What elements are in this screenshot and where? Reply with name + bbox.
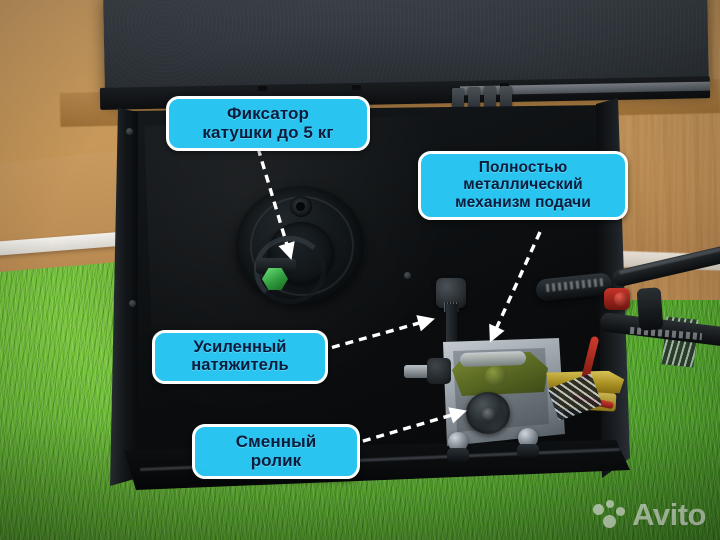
- feed-mount-bolt: [518, 428, 538, 448]
- lid-notch: [352, 85, 361, 90]
- callout-changeable-roller: Сменный ролик: [192, 424, 360, 480]
- tensioner-stem: [446, 304, 457, 348]
- lid-notch: [500, 83, 509, 88]
- red-power-connector-core: [614, 292, 628, 306]
- wire-feed-roller-hub: [482, 408, 495, 420]
- callout-tensioner-line2: натяжитель: [191, 356, 289, 375]
- callout-spool-lock-line2: катушки до 5 кг: [202, 123, 334, 143]
- panel-screw: [404, 272, 411, 279]
- spool-hub-pin-hole-inner: [296, 202, 305, 211]
- wire-inlet-cap: [427, 358, 451, 384]
- spool-lock-collar: [256, 258, 296, 274]
- callout-tensioner-line1: Усиленный: [193, 338, 287, 356]
- wire-feed-top-bracket: [459, 350, 527, 368]
- callout-feed-mechanism-line3: механизм подачи: [455, 193, 591, 211]
- panel-screw: [129, 300, 136, 307]
- callout-feed-mechanism: Полностью металлический механизм подачи: [418, 151, 628, 221]
- spool-lock-green-nut: [262, 268, 288, 290]
- feed-mount-nut: [517, 444, 539, 458]
- callout-spool-lock: Фиксатор катушки до 5 кг: [166, 96, 370, 152]
- lid-notch: [258, 86, 267, 91]
- cable-strain-relief: [636, 287, 664, 331]
- wire-feed-pressure-screw: [485, 366, 507, 386]
- panel-screw: [126, 128, 133, 135]
- feed-mount-nut: [447, 448, 469, 462]
- callout-feed-mechanism-line2: металлический: [463, 176, 583, 194]
- callout-spool-lock-line1: Фиксатор: [226, 104, 310, 123]
- callout-changeable-roller-line2: ролик: [250, 451, 302, 471]
- callout-tensioner: Усиленный натяжитель: [152, 330, 328, 384]
- callout-changeable-roller-line1: Сменный: [235, 432, 317, 451]
- callout-feed-mechanism-line1: Полностью: [478, 159, 568, 176]
